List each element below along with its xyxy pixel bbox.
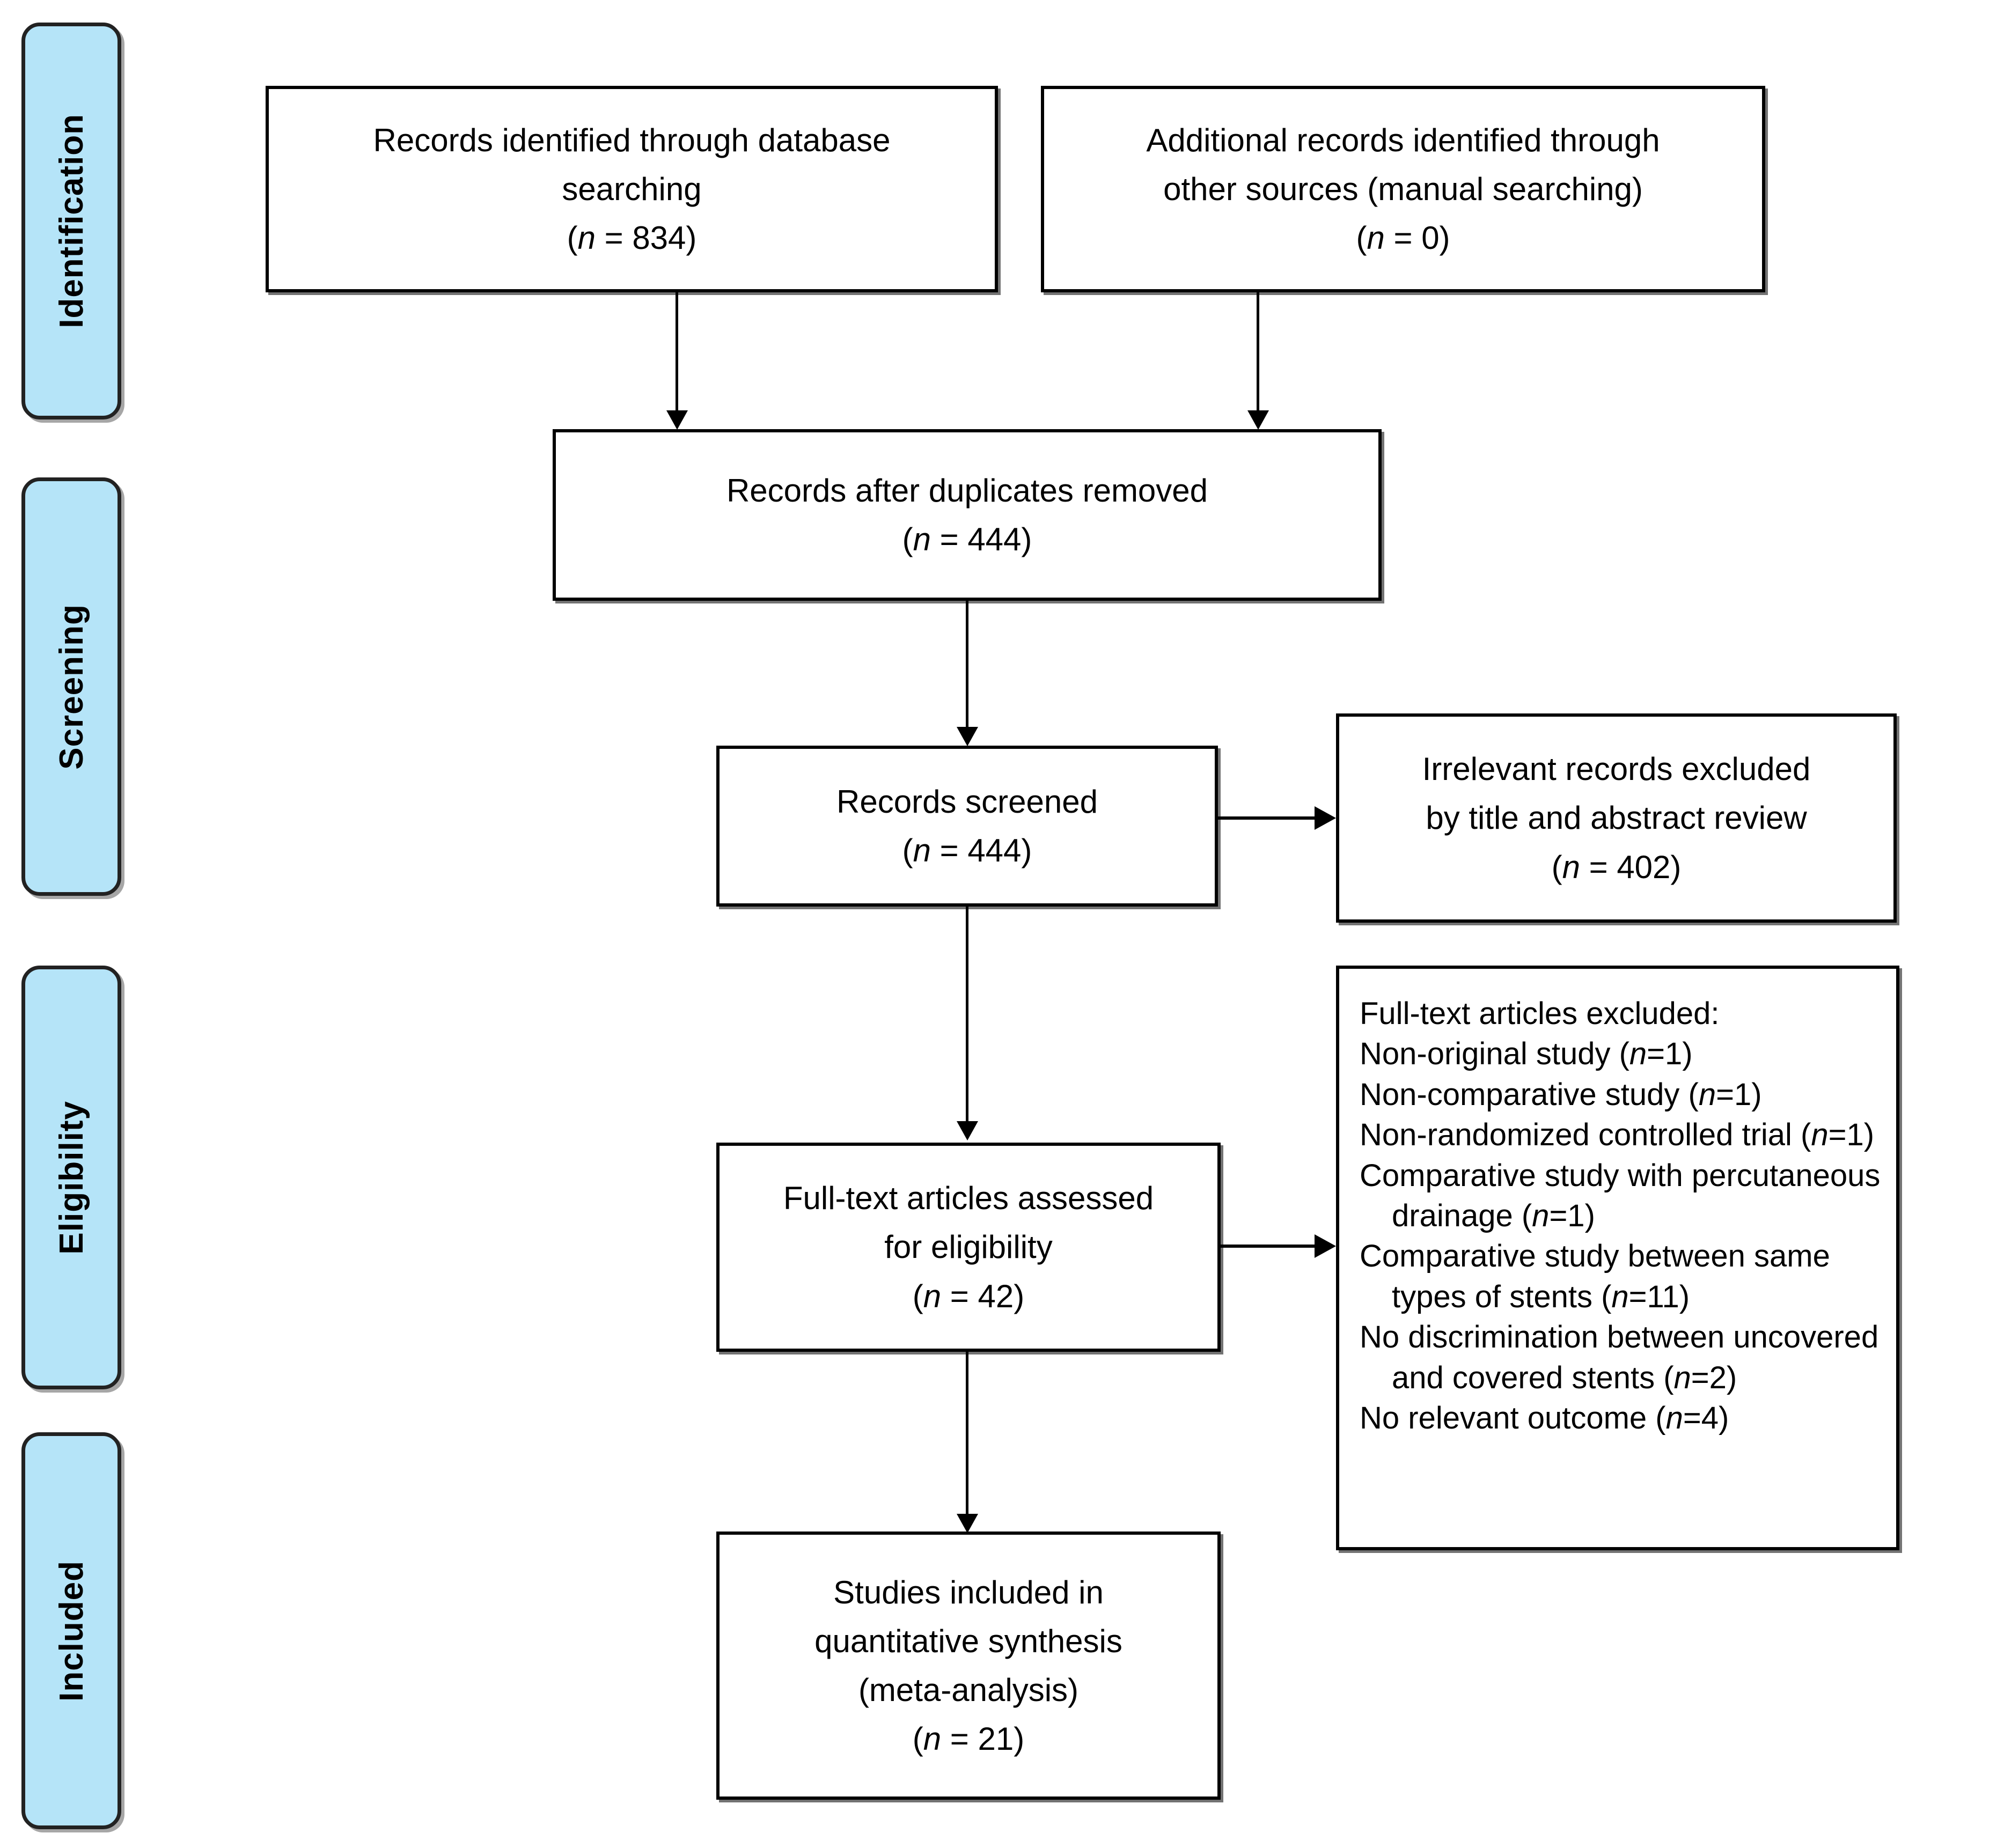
arrowhead-duplicates-to-screened bbox=[957, 727, 978, 746]
exclusion-reason-list: Non-original study (n=1)Non-comparative … bbox=[1360, 1034, 1880, 1438]
box-records-after-duplicates: Records after duplicates removed (n = 44… bbox=[553, 429, 1382, 601]
exclusion-reason-value: =2) bbox=[1691, 1360, 1737, 1395]
stage-label-screening: Screening bbox=[53, 603, 90, 770]
exclusion-reason: Comparative study between same bbox=[1360, 1236, 1830, 1276]
exclusion-reason-n: n bbox=[1611, 1279, 1629, 1314]
box-irrelevant-records-excluded: Irrelevant records excluded by title and… bbox=[1336, 713, 1897, 923]
exclusion-reason: drainage (n=1) bbox=[1360, 1196, 1595, 1236]
arrowhead-other-to-duplicates bbox=[1247, 410, 1269, 430]
box-line: Studies included in bbox=[833, 1574, 1104, 1610]
box-records-identified-other-sources: Additional records identified through ot… bbox=[1041, 86, 1765, 292]
box-fulltext-assessed: Full-text articles assessed for eligibil… bbox=[716, 1143, 1221, 1352]
stage-label-eligibility: Eligibility bbox=[53, 1100, 90, 1255]
arrowhead-database-to-duplicates bbox=[666, 410, 688, 430]
box-line: Records after duplicates removed bbox=[726, 472, 1208, 509]
arrowhead-fulltext-to-exclusions bbox=[1315, 1234, 1336, 1258]
exclusion-reason: Comparative study with percutaneous bbox=[1360, 1155, 1880, 1196]
box-count: (n = 402) bbox=[1551, 849, 1682, 885]
arrowhead-screened-to-fulltext bbox=[957, 1121, 978, 1140]
stage-label-included: Included bbox=[53, 1560, 90, 1702]
exclusion-reason-value: =11) bbox=[1628, 1279, 1690, 1314]
box-fulltext-articles-excluded: Full-text articles excluded: Non-origina… bbox=[1336, 966, 1899, 1550]
box-count: (n = 21) bbox=[912, 1721, 1025, 1757]
exclusion-reason: Non-original study (n=1) bbox=[1360, 1034, 1693, 1074]
box-line: by title and abstract review bbox=[1426, 800, 1807, 836]
exclusion-reason: No relevant outcome (n=4) bbox=[1360, 1398, 1729, 1438]
connector-screened-to-irrelevant bbox=[1218, 816, 1317, 820]
exclusion-reason-n: n bbox=[1698, 1077, 1716, 1112]
exclusion-reason-text: No discrimination between uncovered bbox=[1360, 1320, 1879, 1355]
exclusion-reason-n: n bbox=[1811, 1117, 1829, 1153]
box-line: searching bbox=[562, 171, 702, 207]
exclusion-reason-text: drainage ( bbox=[1392, 1198, 1532, 1233]
box-studies-included: Studies included in quantitative synthes… bbox=[716, 1532, 1221, 1800]
box-count: (n = 444) bbox=[902, 521, 1032, 557]
connector-fulltext-to-exclusions bbox=[1221, 1245, 1317, 1248]
exclusion-reason-n: n bbox=[1629, 1036, 1647, 1072]
exclusion-reason: Non-comparative study (n=1) bbox=[1360, 1074, 1762, 1115]
box-line: (meta-analysis) bbox=[858, 1672, 1079, 1708]
exclusion-reason-value: =1) bbox=[1647, 1036, 1693, 1072]
exclusion-reason-value: =4) bbox=[1683, 1400, 1729, 1435]
exclusion-reason: and covered stents (n=2) bbox=[1360, 1358, 1737, 1398]
connector-fulltext-to-included bbox=[966, 1352, 968, 1518]
stage-bar-included: Included bbox=[21, 1432, 121, 1829]
connector-duplicates-to-screened bbox=[966, 601, 968, 732]
exclusion-reason-text: Non-randomized controlled trial ( bbox=[1360, 1117, 1811, 1153]
exclusion-reason-text: Comparative study between same bbox=[1360, 1239, 1830, 1274]
exclusion-reason-text: Non-original study ( bbox=[1360, 1036, 1629, 1072]
box-records-screened: Records screened (n = 444) bbox=[716, 746, 1218, 907]
box-line: other sources (manual searching) bbox=[1163, 171, 1643, 207]
box-line: Records identified through database bbox=[373, 122, 891, 158]
box-line: Irrelevant records excluded bbox=[1422, 751, 1811, 787]
exclusion-reason-value: =1) bbox=[1549, 1198, 1595, 1233]
arrowhead-fulltext-to-included bbox=[957, 1514, 978, 1533]
exclusion-reason-text: Non-comparative study ( bbox=[1360, 1077, 1699, 1112]
box-count: (n = 834) bbox=[567, 220, 697, 256]
box-count: (n = 0) bbox=[1356, 220, 1450, 256]
arrowhead-screened-to-irrelevant bbox=[1315, 806, 1336, 830]
connector-database-to-duplicates bbox=[676, 292, 678, 416]
stage-bar-eligibility: Eligibility bbox=[21, 966, 121, 1389]
exclusion-reason-n: n bbox=[1665, 1400, 1683, 1435]
exclusion-reason-text: Comparative study with percutaneous bbox=[1360, 1158, 1881, 1193]
exclusion-reason: types of stents (n=11) bbox=[1360, 1277, 1690, 1317]
connector-screened-to-fulltext bbox=[966, 907, 968, 1127]
box-line: Full-text articles assessed bbox=[783, 1180, 1154, 1217]
exclusion-reason-text: and covered stents ( bbox=[1392, 1360, 1674, 1395]
exclusion-reason-n: n bbox=[1673, 1360, 1691, 1395]
box-line: Additional records identified through bbox=[1146, 122, 1660, 158]
connector-other-to-duplicates bbox=[1257, 292, 1259, 416]
stage-bar-identification: Identification bbox=[21, 23, 121, 419]
box-records-identified-database: Records identified through database sear… bbox=[266, 86, 998, 292]
box-line: Records screened bbox=[836, 783, 1098, 820]
exclusion-reason-text: No relevant outcome ( bbox=[1360, 1400, 1666, 1435]
exclusion-reason: Non-randomized controlled trial (n=1) bbox=[1360, 1115, 1874, 1155]
stage-bar-screening: Screening bbox=[21, 477, 121, 896]
stage-label-identification: Identification bbox=[53, 114, 90, 328]
exclusion-reason: No discrimination between uncovered bbox=[1360, 1317, 1878, 1357]
box-line: quantitative synthesis bbox=[814, 1623, 1122, 1659]
box-line: for eligibility bbox=[884, 1229, 1053, 1265]
exclusion-reason-value: =1) bbox=[1716, 1077, 1762, 1112]
box-count: (n = 42) bbox=[912, 1278, 1025, 1314]
exclusion-reason-text: types of stents ( bbox=[1392, 1279, 1612, 1314]
box-count: (n = 444) bbox=[902, 833, 1032, 868]
exclusion-reason-n: n bbox=[1532, 1198, 1550, 1233]
exclusion-reason-value: =1) bbox=[1828, 1117, 1875, 1153]
exclusion-heading: Full-text articles excluded: bbox=[1360, 996, 1720, 1031]
